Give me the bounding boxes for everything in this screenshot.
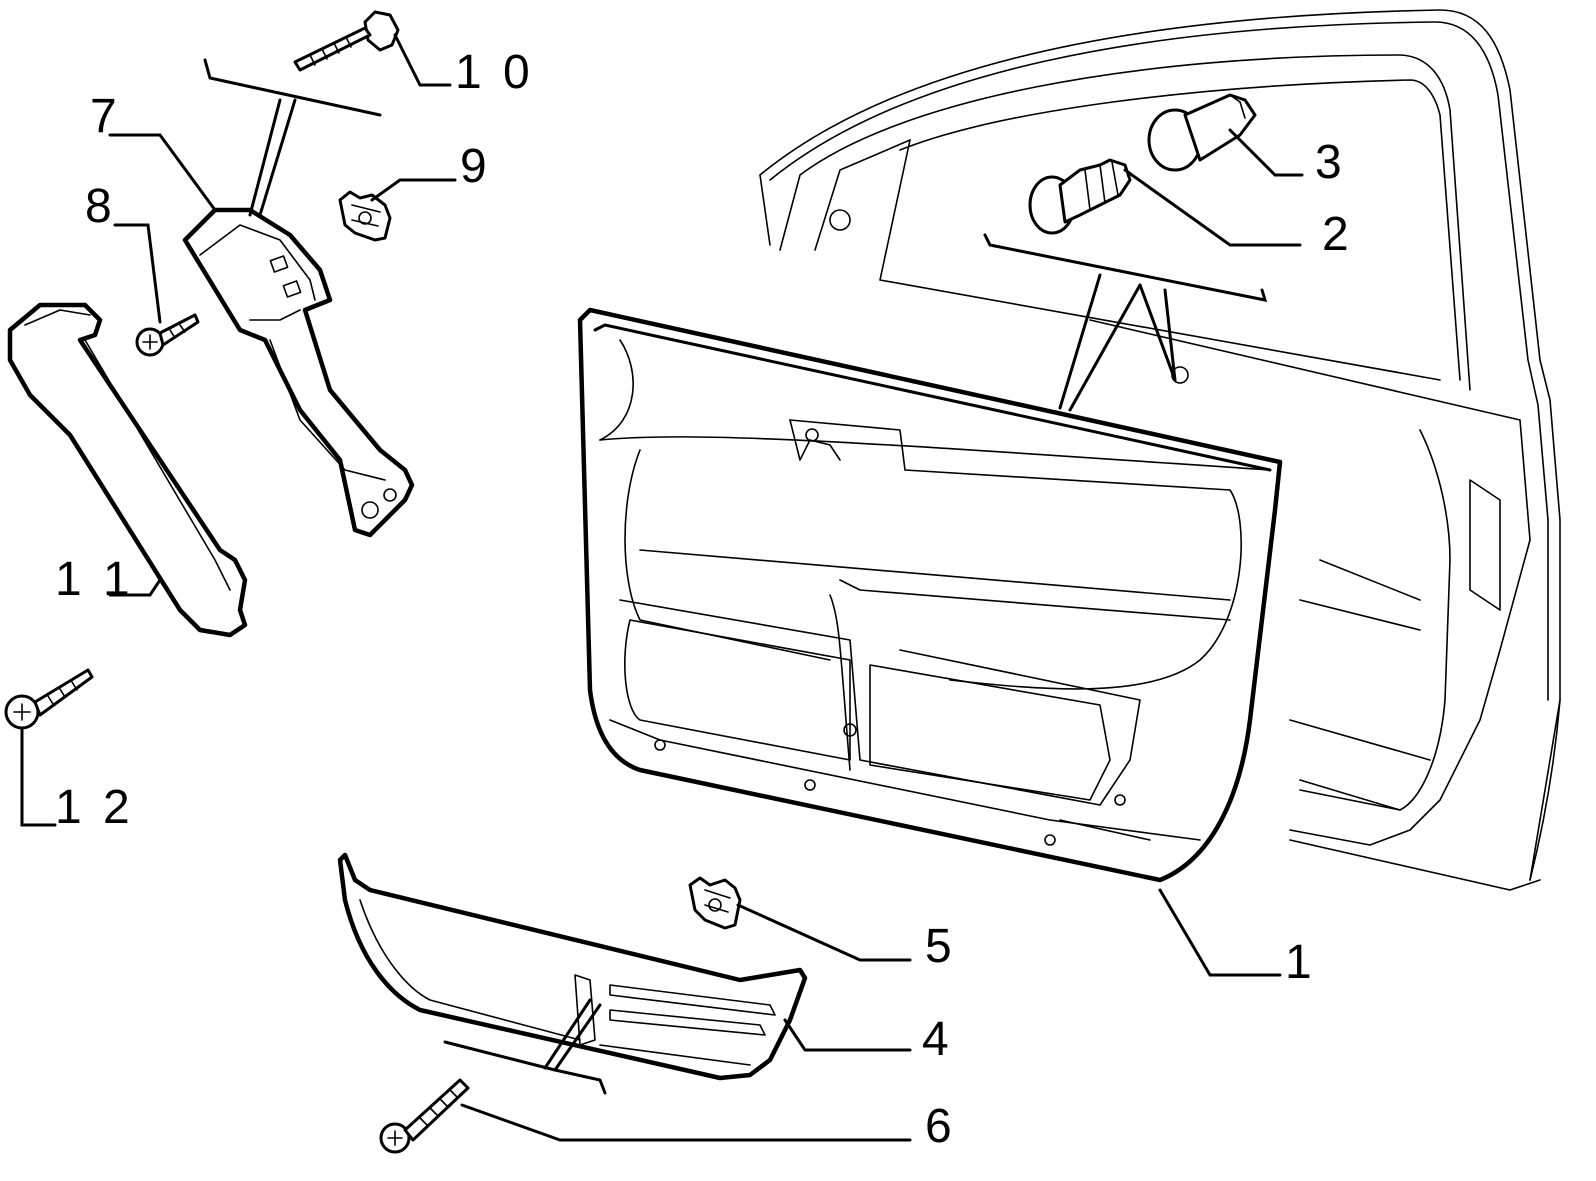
callout-4: 4	[922, 1013, 953, 1066]
callout-7: 7	[90, 90, 121, 143]
door-frame	[759, 9, 1561, 891]
screw-left	[4, 668, 94, 730]
armrest-bracket	[182, 207, 415, 538]
callout-6: 6	[925, 1100, 956, 1153]
leader-lines	[20, 33, 1304, 1142]
clip-nut-lower	[688, 876, 742, 930]
door-pocket	[337, 852, 808, 1081]
plug	[1147, 93, 1257, 172]
leader-5	[736, 903, 912, 962]
armrest-cover	[7, 302, 248, 638]
leader-12	[20, 728, 57, 827]
leader-4	[783, 1018, 912, 1052]
leader-10	[393, 33, 452, 87]
callout-labels: 1 2 3 4 5 6 7 8 9 1 0 1 1 1 2	[55, 46, 1353, 1153]
push-clip	[1028, 158, 1132, 235]
leader-1	[1158, 888, 1282, 977]
callout-12: 1 2	[55, 781, 134, 834]
reference-lines	[203, 58, 1268, 1095]
callout-8: 8	[85, 180, 116, 233]
screw-upper-left	[135, 313, 200, 357]
leader-9	[370, 178, 457, 202]
door-trim-panel	[577, 307, 1283, 883]
callout-10: 1 0	[455, 46, 534, 99]
screw-top	[293, 10, 400, 72]
leader-2	[1123, 168, 1302, 247]
leader-3	[1228, 128, 1304, 177]
leader-7	[108, 133, 217, 212]
callout-1: 1	[1285, 936, 1316, 989]
callout-9: 9	[460, 140, 491, 193]
leader-6	[460, 1103, 912, 1142]
callout-11: 1 1	[55, 553, 134, 606]
screw-lower	[379, 1078, 470, 1154]
callout-3: 3	[1315, 136, 1346, 189]
callout-2: 2	[1322, 208, 1353, 261]
clip-nut-upper	[338, 190, 392, 242]
leader-11	[108, 578, 162, 597]
callout-5: 5	[925, 920, 956, 973]
leader-8	[113, 223, 162, 324]
